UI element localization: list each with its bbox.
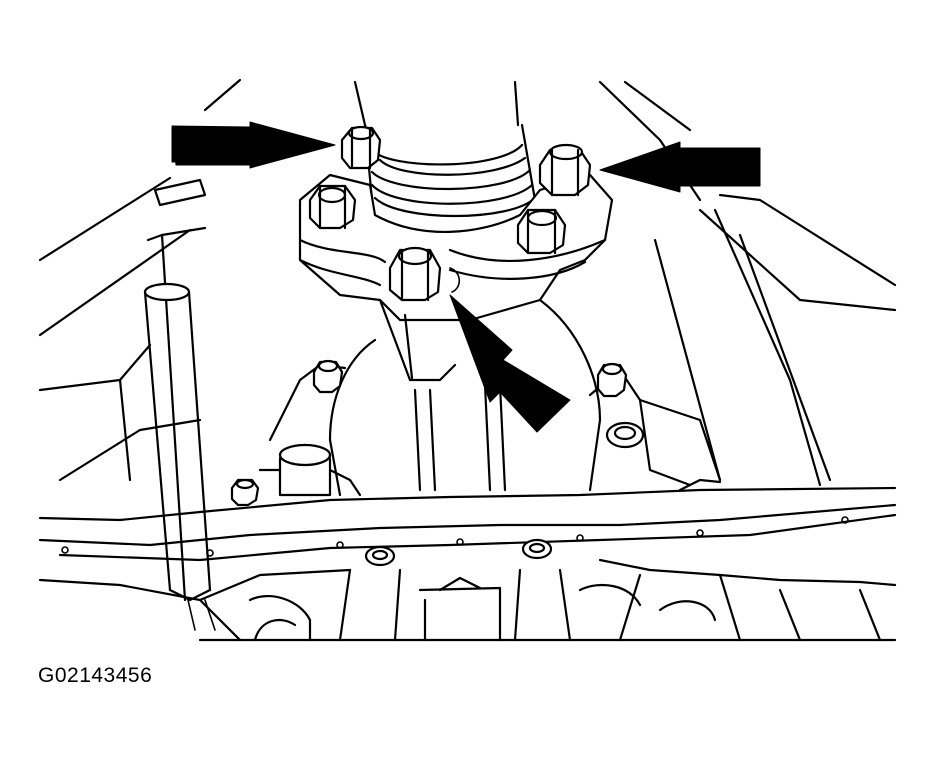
breather-cap <box>258 443 362 497</box>
housing-bolt-lower-left <box>230 478 260 507</box>
crossmember <box>38 478 897 567</box>
upper-right-flange-bolt <box>538 143 592 197</box>
upper-left-flange-bolt <box>340 125 382 170</box>
body-frame-lines <box>38 78 897 487</box>
lower-center-flange-bolt <box>388 246 461 302</box>
arrow-upper-left-bolt <box>171 121 336 169</box>
arrow-lower-center-bolt <box>449 294 571 433</box>
left-support-rod <box>143 178 216 631</box>
housing-plug-right <box>605 421 645 449</box>
left-flange-bolt <box>308 184 357 230</box>
driveshaft-tube <box>353 80 537 218</box>
arrow-upper-right-bolt <box>599 141 761 193</box>
figure-id-label: G02143456 <box>38 664 153 687</box>
housing-bolt-right <box>596 362 628 398</box>
housing-bolt-left <box>312 359 344 394</box>
driveshaft-flange-diagram <box>38 78 897 642</box>
lower-transmission <box>38 558 897 642</box>
right-flange-bolt <box>516 208 567 255</box>
